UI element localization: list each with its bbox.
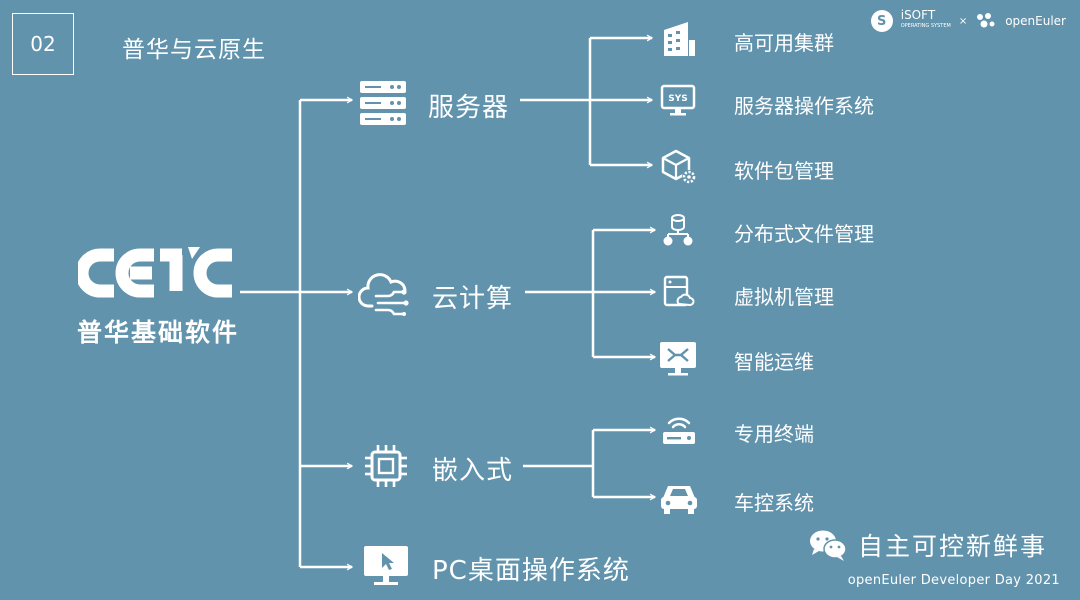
brand-logos: S iSOFT OPERATING SYSTEM × openEuler	[870, 8, 1066, 32]
item-label-dedicated-terminal: 专用终端	[734, 422, 814, 446]
item-label-dfs: 分布式文件管理	[734, 222, 874, 246]
item-label-smart-ops: 智能运维	[734, 350, 814, 374]
item-label-vehicle-control: 车控系统	[734, 491, 814, 515]
wechat-icon	[810, 530, 847, 561]
ops-monitor-icon	[660, 342, 696, 376]
package-gear-icon	[661, 149, 696, 184]
slide-title: 普华与云原生	[122, 37, 266, 63]
category-label-desktop: PC桌面操作系统	[432, 556, 630, 586]
desktop-icon	[364, 546, 408, 585]
openeuler-name: openEuler	[1005, 13, 1066, 28]
sys-icon-text: SYS	[668, 94, 687, 104]
slide-number-box: 02	[12, 13, 74, 75]
chip-icon	[365, 445, 407, 487]
router-icon	[663, 417, 695, 444]
category-label-embedded: 嵌入式	[432, 456, 514, 486]
isoft-logo-icon: S	[870, 10, 893, 32]
building-icon	[664, 22, 695, 56]
item-label-server-os: 服务器操作系统	[734, 94, 874, 118]
event-footer: openEuler Developer Day 2021	[847, 573, 1060, 588]
isoft-brand: iSOFT OPERATING SYSTEM	[900, 8, 951, 32]
cloud-icon	[358, 273, 409, 316]
brand-separator: ×	[958, 15, 968, 27]
wechat-watermark: 自主可控新鲜事	[808, 527, 1047, 563]
car-icon	[661, 486, 697, 514]
category-label-cloud: 云计算	[432, 284, 514, 314]
category-label-server: 服务器	[428, 93, 510, 123]
isoft-tagline: OPERATING SYSTEM	[900, 23, 951, 29]
distributed-db-icon	[663, 214, 693, 246]
server-icon	[360, 81, 406, 125]
root-label: 普华基础软件	[77, 318, 240, 347]
slide-number: 02	[30, 32, 56, 56]
sys-monitor-icon: SYS	[660, 84, 696, 116]
openeuler-logo-icon	[977, 13, 995, 28]
item-label-package-mgmt: 软件包管理	[734, 159, 834, 183]
isoft-name: iSOFT	[900, 8, 936, 22]
cetc-logo	[78, 247, 232, 298]
wechat-account-name: 自主可控新鲜事	[858, 532, 1048, 561]
item-label-vm-mgmt: 虚拟机管理	[734, 285, 834, 309]
vm-icon	[663, 275, 695, 307]
item-label-ha-cluster: 高可用集群	[734, 31, 834, 55]
